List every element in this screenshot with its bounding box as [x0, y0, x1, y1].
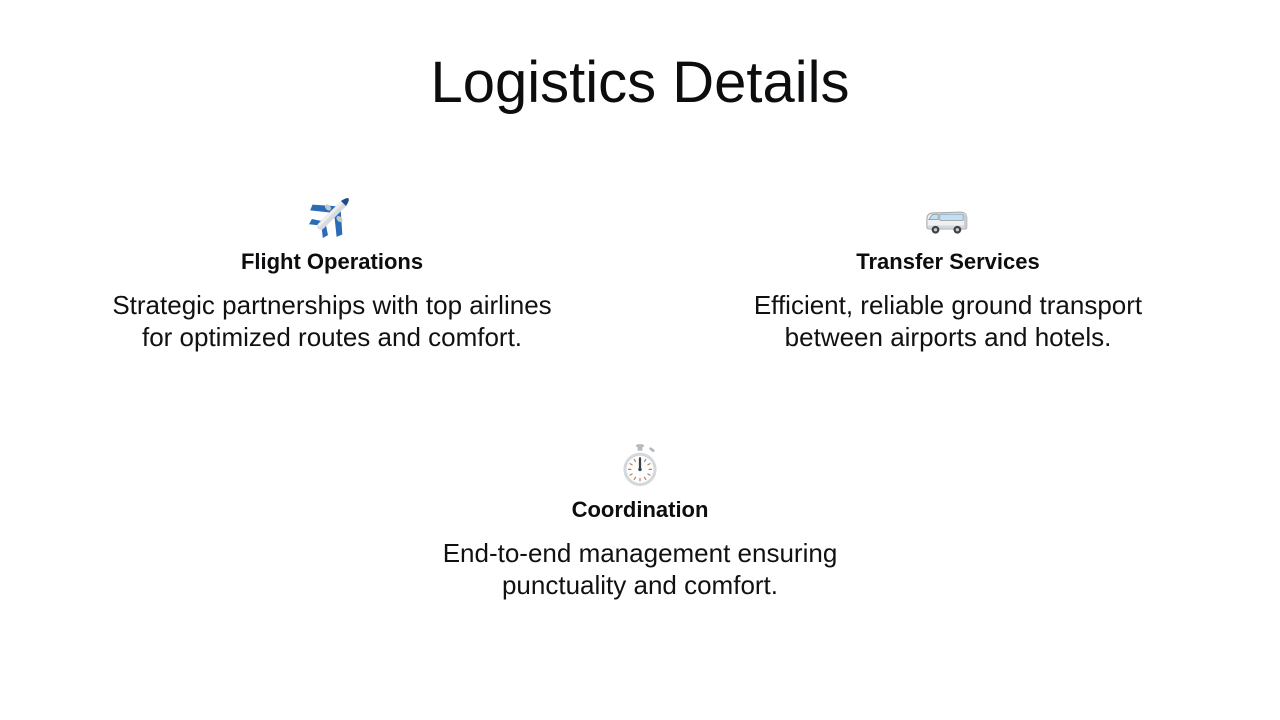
minibus-icon — [923, 189, 973, 241]
page-title: Logistics Details — [430, 50, 850, 115]
card-description: End-to-end management ensuring punctuali… — [442, 537, 838, 600]
airplane-icon — [306, 189, 358, 241]
card-description: Efficient, reliable ground transport bet… — [753, 289, 1143, 352]
card-flight-operations: Flight Operations Strategic partnerships… — [72, 189, 592, 353]
card-transfer-services: Transfer Services Efficient, reliable gr… — [688, 189, 1208, 353]
cards-row-top: Flight Operations Strategic partnerships… — [0, 189, 1280, 353]
card-coordination: Coordination End-to-end management ensur… — [380, 437, 900, 601]
stopwatch-icon — [619, 437, 661, 489]
card-description: Strategic partnerships with top airlines… — [112, 289, 552, 352]
card-title: Transfer Services — [856, 248, 1040, 274]
card-title: Flight Operations — [240, 248, 424, 274]
card-title: Coordination — [571, 496, 709, 522]
cards-row-bottom: Coordination End-to-end management ensur… — [0, 437, 1280, 601]
